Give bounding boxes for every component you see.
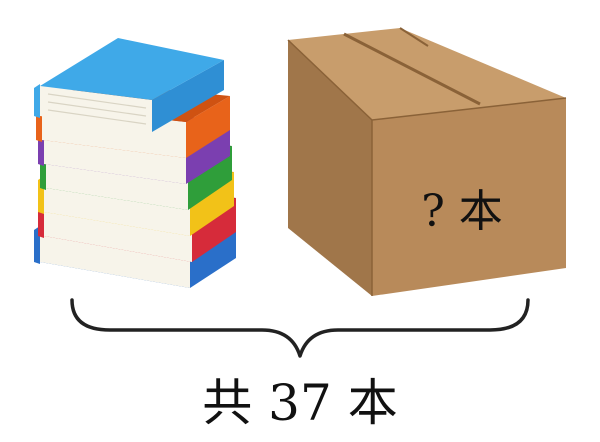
total-label: 共 37 本 bbox=[202, 374, 397, 432]
cardboard-box-icon: ? 本 bbox=[287, 27, 567, 296]
box-quantity-label: ? 本 bbox=[421, 186, 503, 237]
curly-brace-icon bbox=[70, 298, 530, 358]
book-stack-icon bbox=[34, 38, 236, 288]
book-top-lightblue bbox=[34, 38, 224, 132]
